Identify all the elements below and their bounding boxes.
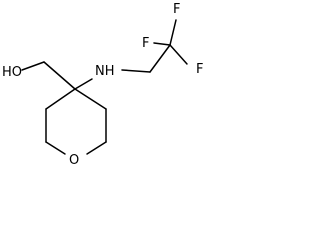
bond-cf3-f-left <box>153 42 171 46</box>
amine-label: NH <box>95 64 115 79</box>
bond-c4-c3 <box>45 88 76 110</box>
bond-ho-ch2 <box>21 61 45 71</box>
bond-c2-o <box>45 141 66 155</box>
fluorine-top-label: F <box>173 2 180 17</box>
bonds <box>21 19 188 155</box>
bond-nh-ch2 <box>121 69 151 73</box>
bond-c4-nh <box>74 78 93 90</box>
fluorine-right-label: F <box>196 62 203 77</box>
bond-ch2-c4 <box>43 61 76 90</box>
bond-o-c6 <box>86 141 107 155</box>
bond-cf3-f-right <box>169 44 188 65</box>
atom-labels: HO NH O F F F <box>2 2 203 168</box>
bond-ch2-cf3 <box>149 44 171 73</box>
ring-oxygen-label: O <box>69 153 79 168</box>
bond-c5-c4 <box>74 88 107 110</box>
molecule-structure: HO NH O F F F <box>2 2 203 168</box>
hydroxyl-label: HO <box>2 65 22 80</box>
fluorine-left-label: F <box>142 36 149 51</box>
bond-cf3-f-top <box>169 19 177 46</box>
